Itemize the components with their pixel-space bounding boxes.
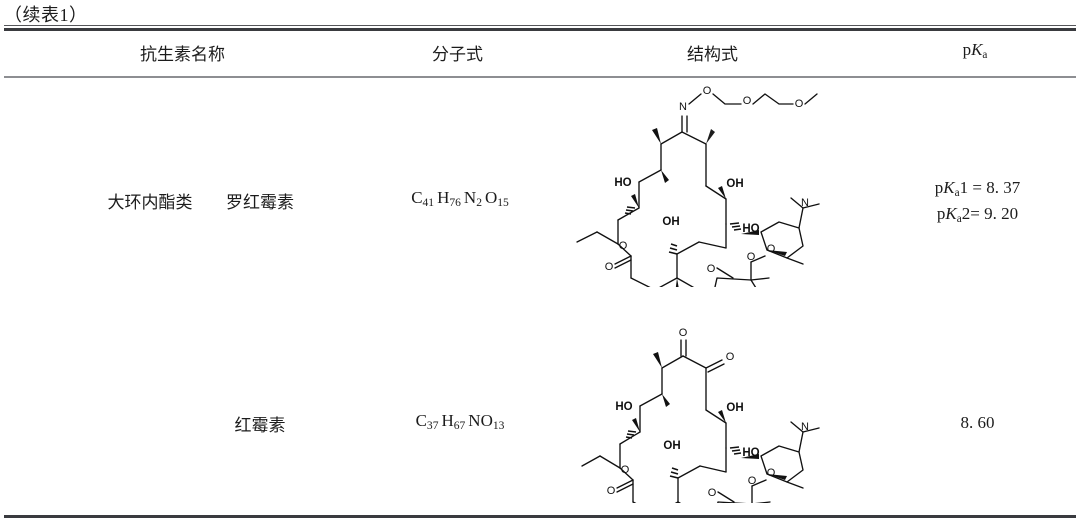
pka-equation: 8. 60 [960,413,995,432]
row-1-class-name: 大环内酯类 [107,193,193,212]
formula-element: N [468,411,481,430]
column-header-pka: pKa [900,40,1050,61]
row-2-drug-name: 红霉素 [234,416,286,435]
hydroxyl-label: OH [726,178,743,190]
formula-subscript: 37 [426,419,439,432]
pka-italic-k: K [971,40,983,59]
ketone-oxygen-label: O [679,327,688,339]
amine-nitrogen-label: N [801,197,809,209]
column-header-molecular-formula: 分子式 [432,45,483,64]
hydroxyl-label: OH [663,440,680,452]
pka-equation: = 9. 20 [970,204,1019,224]
pka-line: pKa1 = 8. 37 [885,176,1070,202]
formula-element: H [441,411,454,430]
hydroxyl-label: OH [662,216,679,228]
formula-subscript: 67 [453,419,466,432]
pka-prefix: p [934,178,944,197]
lactone-oxygen-label: O [621,464,630,476]
pka-line: 8. 60 [885,411,1070,435]
roxithromycin-svg: O O N O O O HO OH OH [576,85,820,287]
hydroxyl-label: HO [615,401,632,413]
pka-prefix: p [962,40,972,59]
sugar-ring-oxygen-label: O [767,243,776,255]
oxime-nitrogen-label: N [679,101,687,113]
roxithromycin-structure: O O N O O O HO OH OH [565,82,850,287]
ether-oxygen-label: O [703,85,712,97]
pka-index: 2 [961,204,971,224]
row-1-drug-name: 罗红霉素 [226,193,294,212]
erythromycin-svg: O O O O HO OH OH [581,327,820,503]
formula-subscript: 13 [492,419,505,432]
methoxy-oxygen-label: O [795,98,804,110]
lactone-oxygen-label: O [619,240,628,252]
formula-subscript: 2 [476,196,482,209]
pka-subscript: a [982,49,988,62]
column-header-antibiotic-name: 抗生素名称 [140,45,225,64]
pka-italic-k: K [945,204,957,224]
ketone-oxygen-label: O [726,351,735,363]
carbonyl-oxygen-label: O [605,261,614,273]
formula-element: O [484,188,498,207]
pka-prefix: p [936,204,946,224]
table-top-rule-thin [4,25,1076,26]
erythromycin-structure: O O O O HO OH OH [580,318,845,503]
ether-oxygen-label: O [743,95,752,107]
formula-subscript: 76 [449,196,461,209]
methoxy-oxygen-label: O [748,475,757,487]
row-1-pka-value: pKa1 = 8. 37 pKa2= 9. 20 [885,176,1070,228]
table-bottom-rule [4,515,1076,518]
row-2-pka-value: 8. 60 [885,411,1070,435]
formula-element: O [480,411,493,430]
amine-nitrogen-label: N [801,421,809,433]
carbonyl-oxygen-label: O [607,485,616,497]
formula-subscript: 15 [497,196,509,209]
formula-element: H [437,188,450,207]
hydroxyl-label: OH [726,402,743,414]
table-header-rule [4,76,1076,78]
table-caption: （续表1） [4,5,88,25]
formula-subscript: 41 [422,196,435,209]
pka-subscript: a [956,213,962,226]
table-top-rule-thick [4,28,1076,31]
hydroxyl-label: HO [614,177,631,189]
pka-symbol: pKa [962,40,988,62]
glycosidic-oxygen-label: O [707,263,716,275]
pka-index: 1 [959,178,969,197]
pka-equation: = 8. 37 [972,178,1021,197]
column-header-structural-formula: 结构式 [687,45,738,64]
pka-line: pKa2= 9. 20 [885,202,1070,228]
formula-element: C [415,411,427,430]
pka-subscript: a [954,187,960,200]
sugar-ring-oxygen-label: O [767,467,776,479]
pka-italic-k: K [943,178,955,197]
formula-element: C [411,188,423,207]
formula-element: N [463,188,477,207]
methoxy-oxygen-label: O [747,251,756,263]
glycosidic-oxygen-label: O [708,487,717,499]
